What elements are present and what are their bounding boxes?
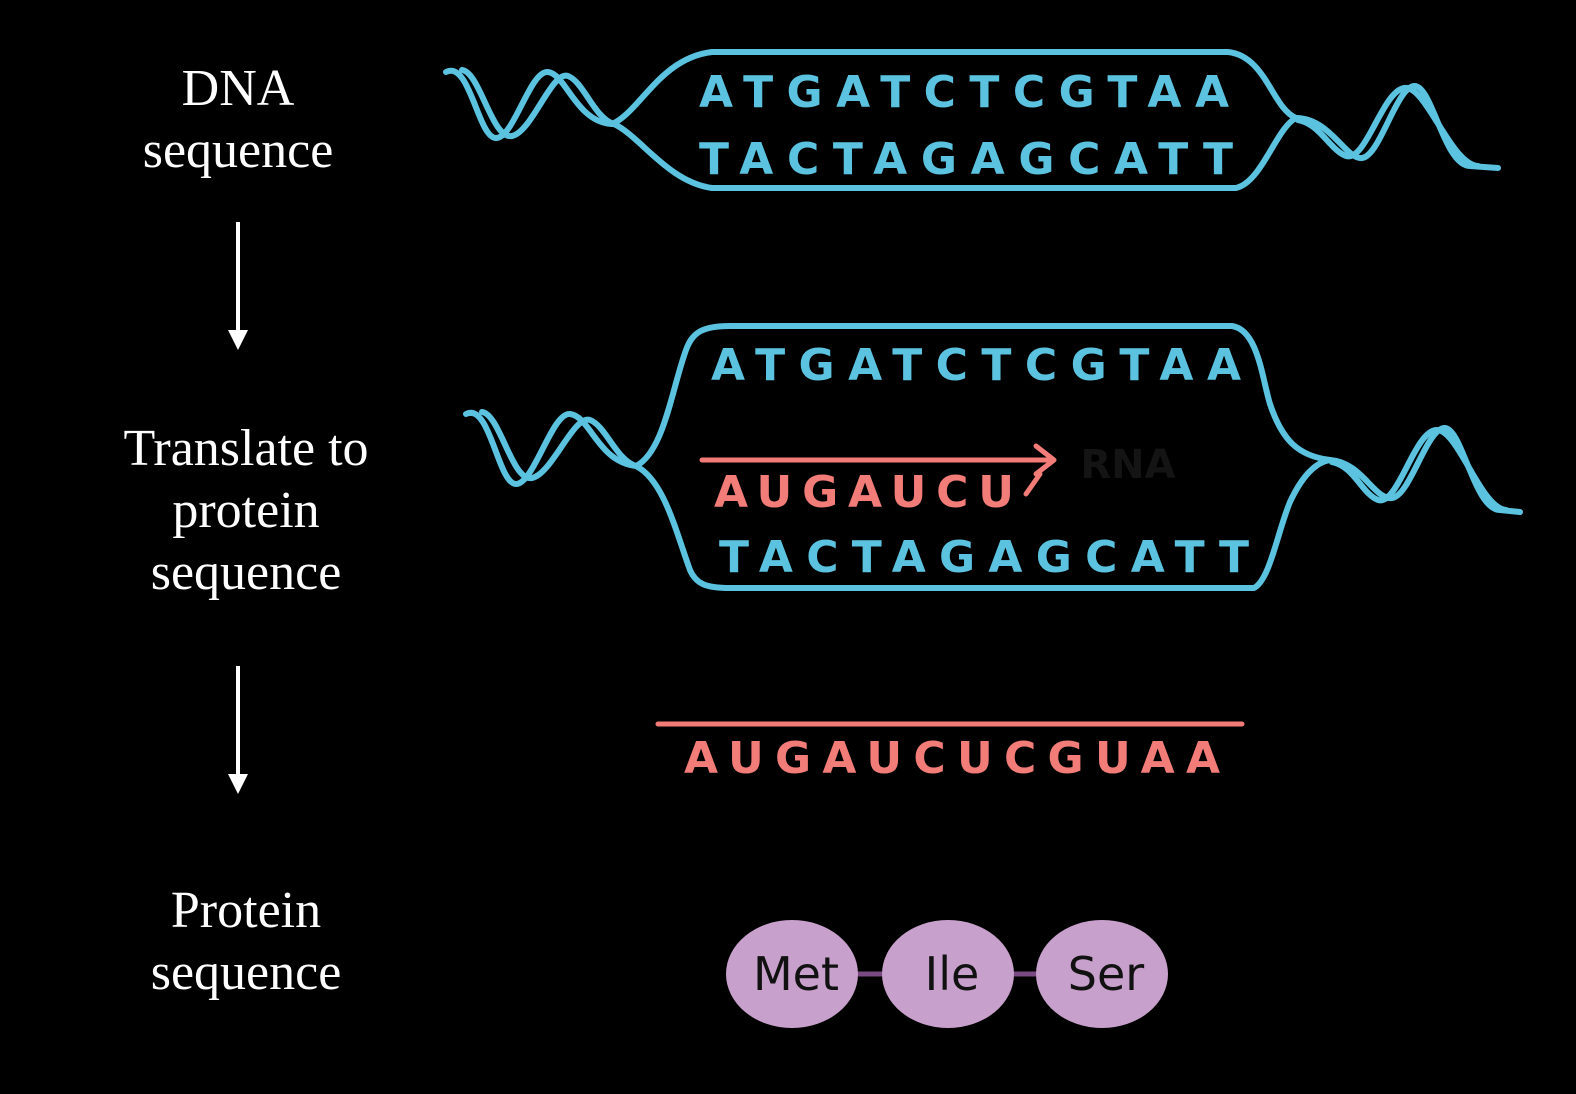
dna-bubble-outline [609, 49, 1299, 127]
helix-left-twist [479, 409, 639, 481]
amino-acid-ser: Ser [1036, 920, 1168, 1028]
amino-acid-label: Ile [925, 947, 980, 1001]
transcription-bubble: ATGATCTCGTAA AUGAUCU RNA TACTAGAGCATT [463, 323, 1523, 591]
step-label-translate: Translate to protein sequence [96, 418, 396, 604]
dna-bubble-outline [611, 115, 1299, 191]
step-label-dna-sequence: DNA sequence [88, 58, 388, 182]
amino-acid-ile: Ile [882, 920, 1014, 1028]
label-line: DNA [181, 60, 295, 117]
label-line: Protein [170, 882, 322, 939]
label-line: sequence [142, 122, 334, 179]
dna-double-helix: ATGATCTCGTAA TACTAGAGCATT [443, 49, 1501, 191]
amino-acid-met: Met [726, 920, 858, 1028]
rna-partial-strand: AUGAUCU [714, 467, 1014, 518]
helix-left-twist [443, 67, 615, 141]
helix-right-twist [1293, 83, 1501, 171]
helix-left-twist [459, 67, 617, 139]
template-top-strand: ATGATCTCGTAA [711, 340, 1241, 391]
template-bottom-strand: TACTAGAGCATT [719, 532, 1249, 583]
helix-left-twist [463, 409, 639, 487]
label-line: sequence [150, 544, 342, 601]
rna-synthesis-arrow [699, 443, 1057, 497]
step-label-protein-sequence: Protein sequence [96, 880, 396, 1004]
rna-tag-label: RNA [1080, 442, 1175, 488]
mrna-strand: AUGAUCUCGUAA [655, 721, 1245, 784]
flow-arrow-down-icon [228, 666, 248, 794]
helix-right-twist [1329, 427, 1509, 513]
flow-arrow-down-icon [228, 222, 248, 350]
dna-top-strand: ATGATCTCGTAA [699, 67, 1229, 118]
amino-acid-label: Ser [1068, 947, 1145, 1001]
label-line: protein [172, 482, 320, 539]
protein-chain: Met Ile Ser [726, 920, 1168, 1028]
label-line: sequence [150, 944, 342, 1001]
amino-acid-label: Met [753, 947, 839, 1001]
transcription-bubble-outline [633, 323, 1333, 469]
dna-bottom-strand: TACTAGAGCATT [699, 134, 1233, 185]
mrna-sequence: AUGAUCUCGUAA [684, 733, 1220, 784]
label-line: Translate to [123, 420, 369, 477]
helix-right-twist [1295, 85, 1481, 169]
transcription-bubble-outline [633, 457, 1333, 591]
